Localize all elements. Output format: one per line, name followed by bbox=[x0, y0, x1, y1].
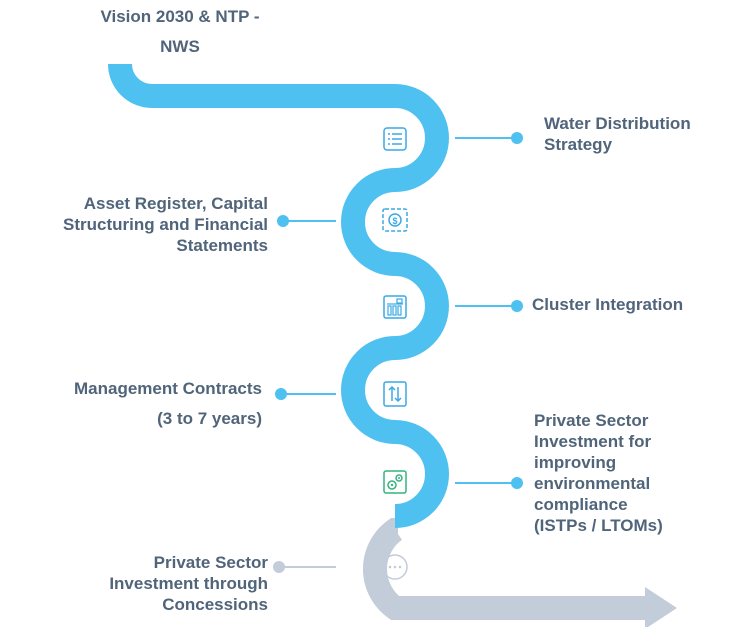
step-label-cluster: Cluster Integration bbox=[532, 294, 683, 315]
money-icon: $ bbox=[382, 208, 408, 232]
label-line: environmental bbox=[534, 474, 651, 493]
label-line: Investment through bbox=[109, 574, 268, 593]
step-label-private-env: Private Sector Investment for improving … bbox=[534, 410, 663, 536]
label-line: compliance bbox=[534, 495, 628, 514]
label-line: Structuring and Financial bbox=[63, 215, 268, 234]
step-label-asset: Asset Register, Capital Structuring and … bbox=[16, 193, 268, 256]
dot-private-conc bbox=[273, 561, 285, 573]
gear-settings-icon bbox=[383, 470, 407, 494]
dot-water bbox=[511, 132, 523, 144]
checklist-icon bbox=[383, 127, 407, 151]
transfer-arrows-icon bbox=[383, 381, 407, 407]
label-line: Investment for bbox=[534, 432, 652, 451]
dot-cluster bbox=[511, 300, 523, 312]
label-line: Water Distribution bbox=[544, 114, 691, 133]
step-label-water: Water Distribution Strategy bbox=[544, 113, 691, 155]
label-line: Concessions bbox=[162, 595, 268, 614]
label-line: Cluster Integration bbox=[532, 295, 684, 314]
step-label-vision: Vision 2030 & NTP - NWS bbox=[62, 6, 298, 57]
dot-asset bbox=[277, 215, 289, 227]
path-grey-segment bbox=[363, 518, 650, 620]
label-line: (3 to 7 years) bbox=[157, 409, 262, 428]
path-arrow-head bbox=[645, 587, 677, 627]
label-line: Strategy bbox=[544, 135, 613, 154]
label-line: Asset Register, Capital bbox=[83, 194, 268, 213]
label-line: (ISTPs / LTOMs) bbox=[534, 516, 663, 535]
svg-text:$: $ bbox=[392, 216, 397, 226]
step-label-private-conc: Private Sector Investment through Conces… bbox=[16, 552, 268, 615]
dot-mgmt bbox=[275, 388, 287, 400]
label-line: Private Sector bbox=[534, 411, 649, 430]
building-icon bbox=[383, 295, 407, 319]
path-blue-segment bbox=[108, 63, 449, 528]
label-line: NWS bbox=[160, 37, 200, 56]
label-line: improving bbox=[534, 453, 617, 472]
label-line: Management Contracts bbox=[74, 379, 262, 398]
label-line: Vision 2030 & NTP - bbox=[100, 7, 260, 26]
label-line: Statements bbox=[176, 236, 268, 255]
label-line: Private Sector bbox=[153, 553, 268, 572]
ellipsis-icon bbox=[382, 554, 408, 580]
step-label-mgmt: Management Contracts (3 to 7 years) bbox=[16, 378, 262, 429]
dot-private-env bbox=[511, 477, 523, 489]
